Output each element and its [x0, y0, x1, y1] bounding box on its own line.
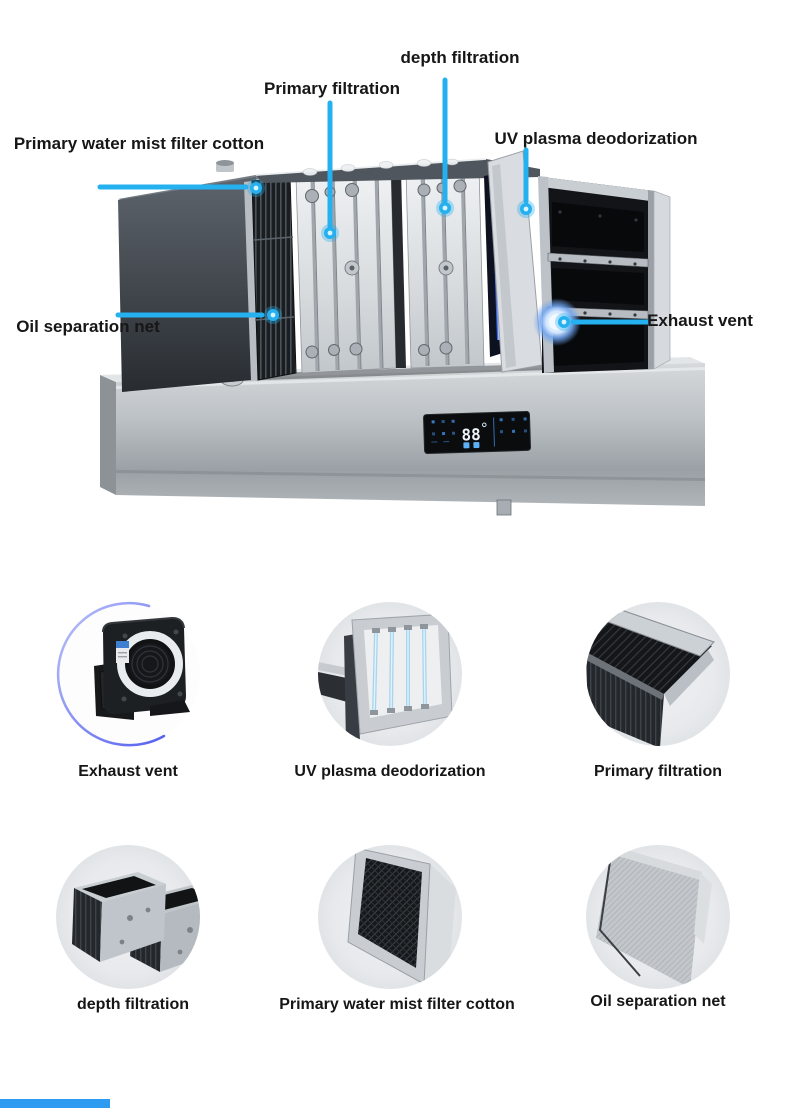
primary-filtration-module: [295, 169, 397, 374]
callout-label-water-mist: Primary water mist filter cotton: [13, 134, 265, 153]
callout-dot-exhaust: [555, 313, 573, 331]
gallery-caption-depth-filtration: depth filtration: [77, 996, 189, 1013]
gallery-depth-filtration-image: [56, 845, 200, 989]
filter-box-left: [72, 872, 166, 962]
gallery-caption-primary-filtration: Primary filtration: [593, 763, 723, 780]
gallery-caption-oil-net: Oil separation net: [590, 993, 726, 1010]
display-value: 88: [461, 425, 481, 445]
callout-label-oil-separation: Oil separation net: [16, 317, 160, 336]
callout-dot-depth: [436, 199, 454, 217]
callout-lines: [97, 77, 651, 325]
uv-plasma-section: [484, 150, 543, 373]
gallery-uv-plasma-image: [318, 602, 462, 746]
gallery-caption-uv-plasma: UV plasma deodorization: [294, 763, 486, 780]
callout-dot-oil: [264, 306, 282, 324]
callout-dot-primary: [321, 224, 339, 242]
callout-label-uv-plasma: UV plasma deodorization: [494, 129, 698, 148]
control-panel: 88: [423, 410, 532, 455]
module-divider: [391, 170, 406, 368]
bottom-accent-bar: [0, 1099, 110, 1108]
gallery-exhaust-vent-image: [56, 601, 200, 747]
callout-dot-water-mist: [247, 179, 265, 197]
callout-dot-uv: [517, 200, 535, 218]
gallery-oil-net-image: [586, 845, 730, 989]
gallery-primary-filtration-image: [586, 602, 730, 746]
callout-dots: [247, 179, 573, 331]
gallery-caption-water-mist: Primary water mist filter cotton: [279, 996, 515, 1013]
exhaust-chamber: [533, 176, 671, 373]
callout-label-depth-filtration: depth filtration: [400, 48, 520, 67]
blue-arc-ring: [56, 601, 166, 747]
oil-separation-grille: [244, 176, 297, 381]
callout-label-exhaust-vent: Exhaust vent: [647, 311, 753, 330]
fan-illustration: [94, 616, 190, 720]
machine-top-slab: [255, 158, 540, 183]
gallery-caption-exhaust-vent: Exhaust vent: [78, 763, 178, 780]
gallery-water-mist-image: [318, 845, 462, 989]
uv-tubes: [370, 624, 429, 715]
callout-label-primary-filtration: Primary filtration: [263, 79, 401, 98]
